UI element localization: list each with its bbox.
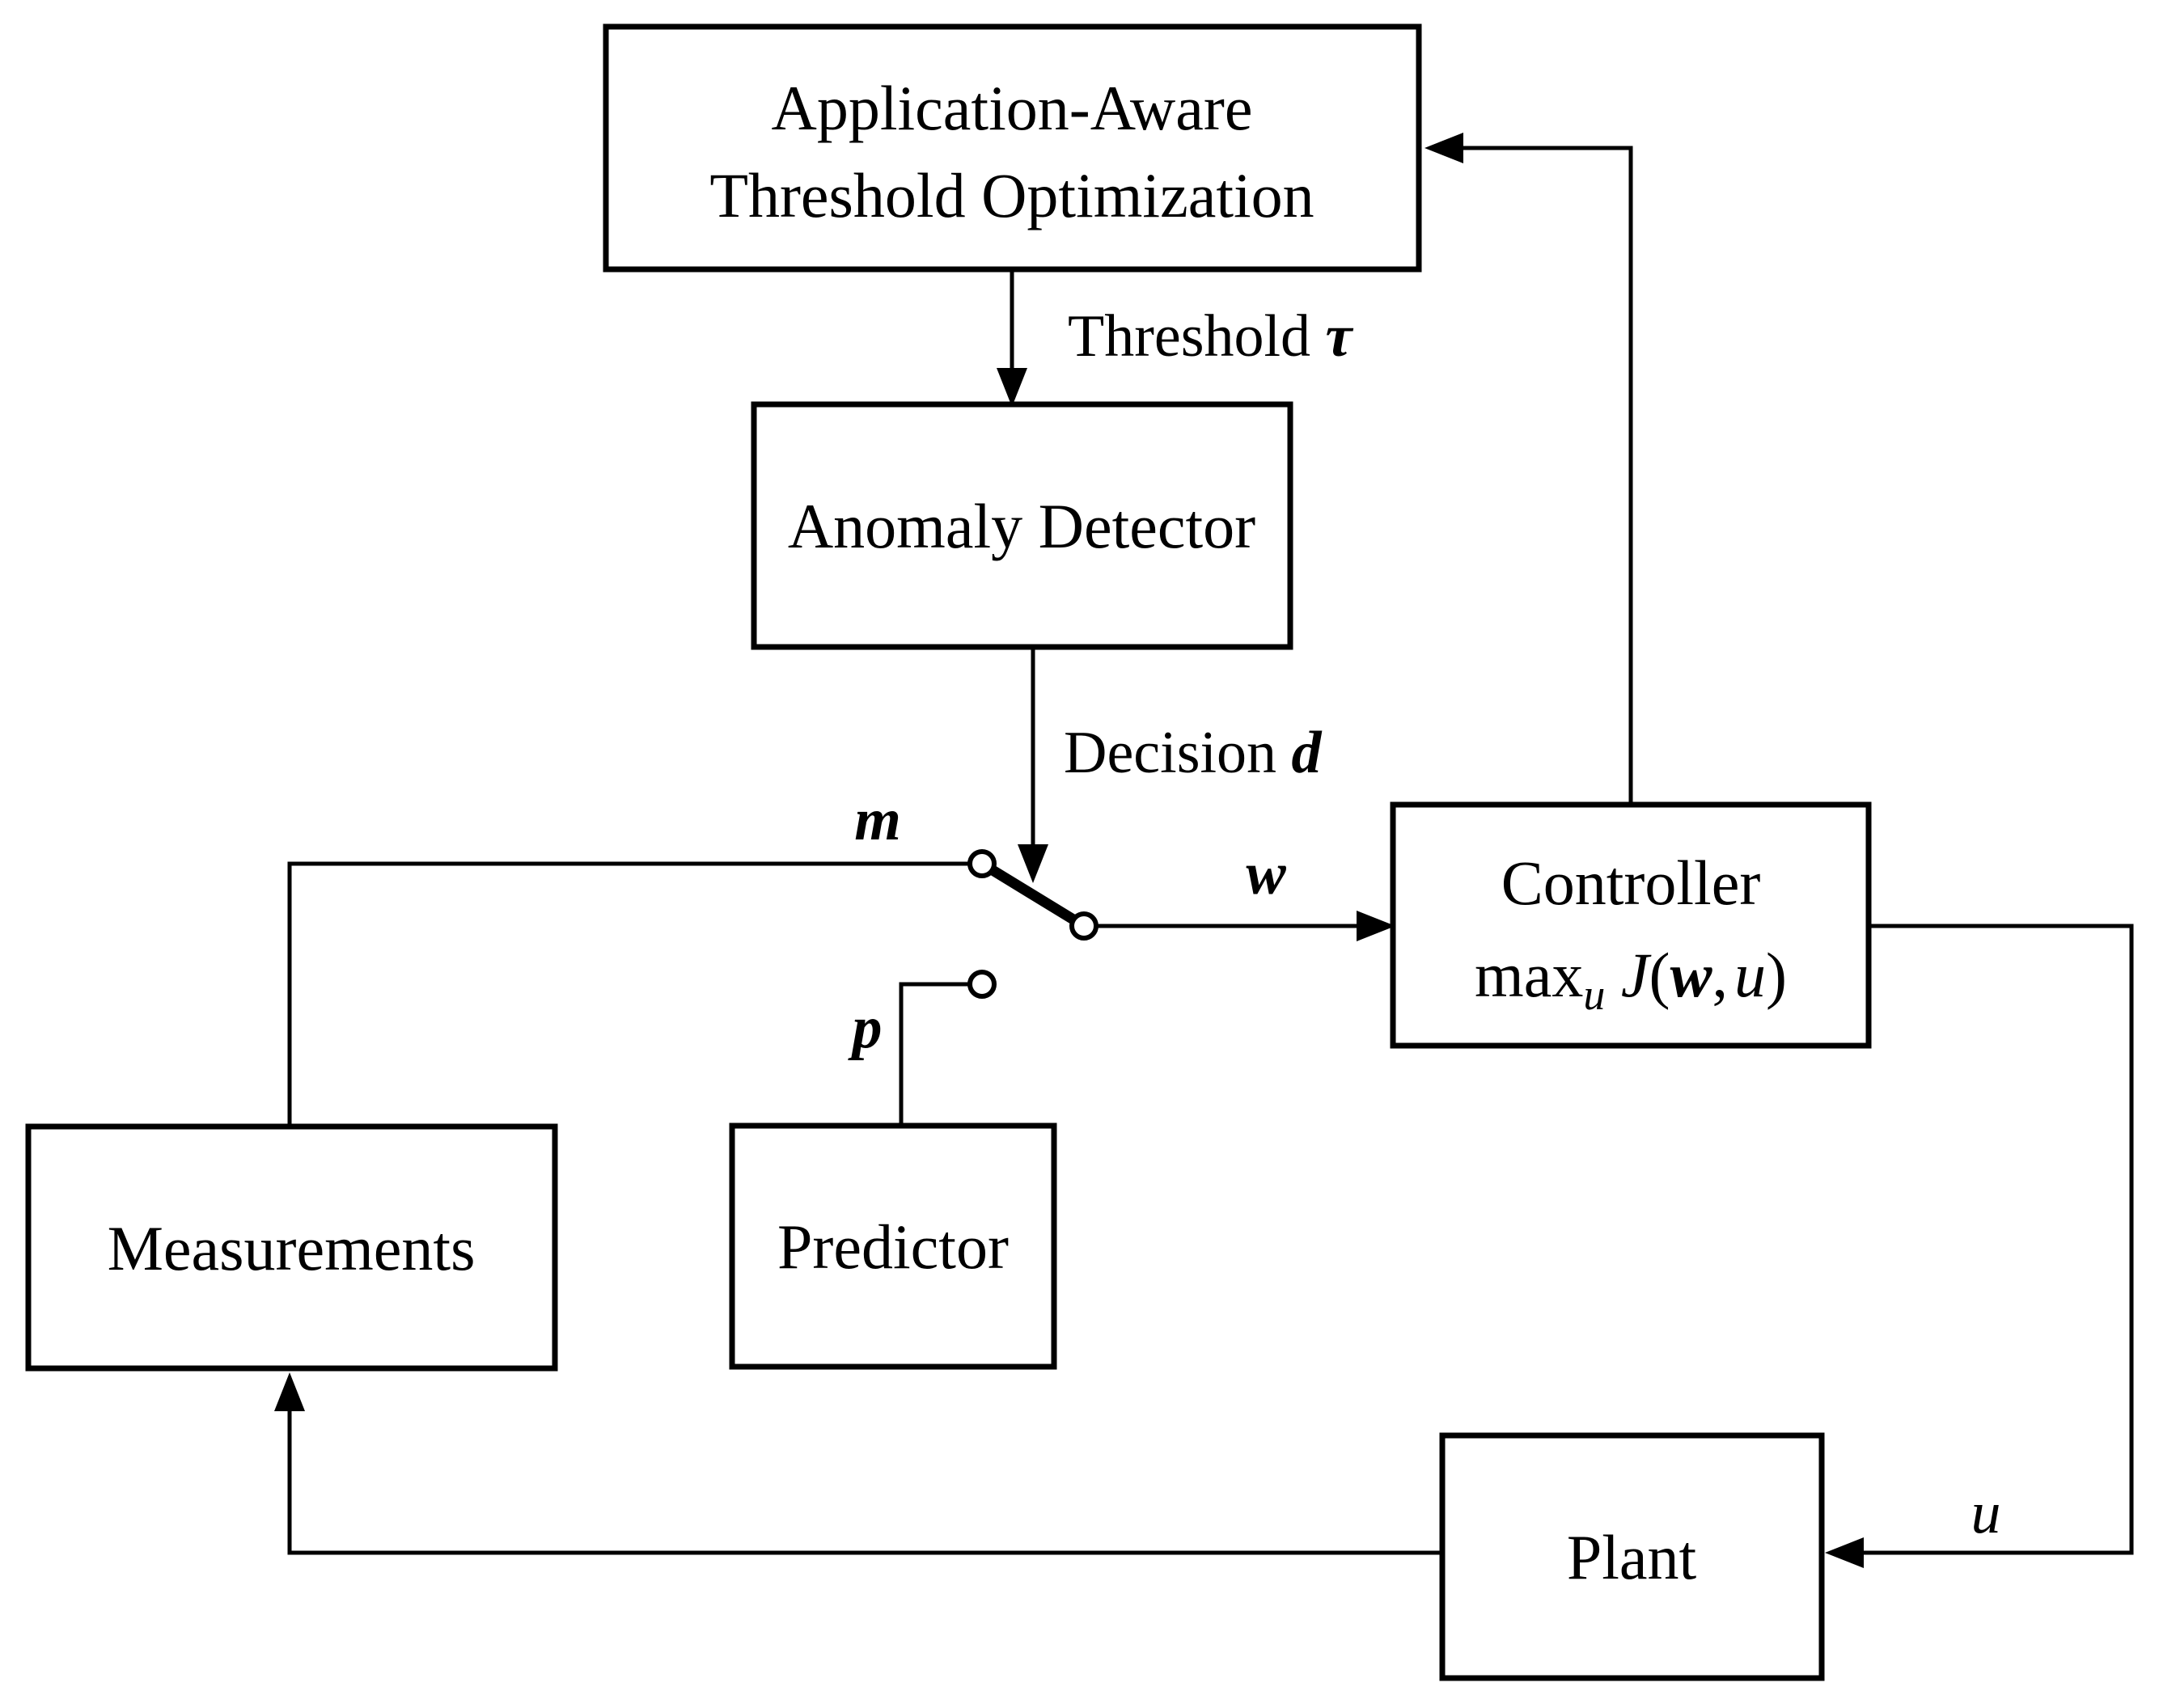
measurements-arrowhead-icon xyxy=(274,1372,305,1411)
u-signal-label: u xyxy=(1971,1480,2001,1546)
measurements-box xyxy=(25,1123,558,1372)
p-wire xyxy=(899,982,975,1126)
predictor-label: Predictor xyxy=(777,1211,1009,1282)
switch-m-terminal xyxy=(967,849,997,878)
switch-lever xyxy=(976,858,1090,932)
switch-p-terminal xyxy=(967,970,997,999)
plant-label: Plant xyxy=(1567,1522,1697,1592)
anomaly-detector-box xyxy=(751,401,1293,650)
threshold-optimization-label-line2: Threshold Optimization xyxy=(709,160,1314,230)
plant-to-measurements-wire xyxy=(287,1409,1442,1555)
threshold-optimization-label-line1: Application-Aware xyxy=(772,73,1253,143)
plant-arrowhead-icon xyxy=(1825,1537,1864,1568)
m-wire xyxy=(287,861,975,1127)
optimizer-arrowhead-icon xyxy=(1425,133,1463,163)
controller-to-optimizer-wire xyxy=(1461,146,1633,805)
threshold-arrowhead-icon xyxy=(997,368,1027,407)
measurements-label: Measurements xyxy=(108,1213,476,1283)
w-arrowhead-icon xyxy=(1357,911,1395,941)
p-signal-label: p xyxy=(848,995,883,1061)
controller-objective-formula: maxu J(w,u) xyxy=(1475,940,1787,1019)
switch-w-terminal xyxy=(1069,911,1099,941)
threshold-optimization-box xyxy=(603,23,1422,273)
threshold-signal-label: Threshold τ xyxy=(1068,303,1354,370)
decision-signal-label: Decision d xyxy=(1064,720,1323,786)
u-wire xyxy=(1861,924,2134,1555)
w-signal-label: w xyxy=(1246,841,1286,907)
controller-label: Controller xyxy=(1501,848,1761,918)
controller-box xyxy=(1390,801,1872,1049)
m-signal-label: m xyxy=(854,787,901,853)
decision-arrowhead-icon xyxy=(1018,844,1048,883)
predictor-box xyxy=(729,1122,1057,1370)
anomaly-detector-label: Anomaly Detector xyxy=(788,491,1255,561)
plant-box xyxy=(1439,1432,1825,1681)
